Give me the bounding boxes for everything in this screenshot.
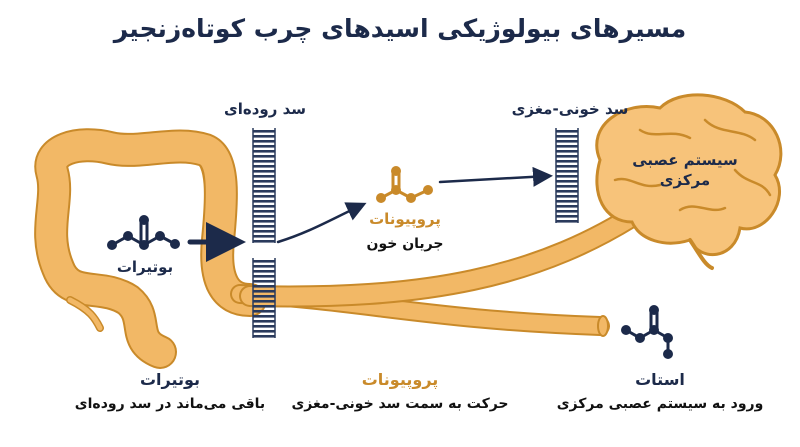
propionate-molecule-icon: [376, 166, 433, 203]
butyrate-title: بوتیرات: [139, 370, 201, 389]
acetate-desc: ورود به سیستم عصبی مرکزی: [556, 396, 764, 412]
flow-arrows: [187, 166, 553, 262]
bbb-ladder: [555, 128, 579, 223]
bbb-label: سد خونی-مغزی: [511, 100, 629, 118]
brain-illustration: [595, 93, 783, 270]
page-title: مسیرهای بیولوژیکی اسیدهای چرب کوتاه‌زنجی…: [113, 14, 687, 43]
propionate-desc: حرکت به سمت سد خونی-مغزی: [291, 396, 509, 412]
gut-barrier-ladder: [252, 128, 276, 338]
gut-barrier-label: سد روده‌ای: [223, 100, 307, 118]
propionate-label: پروپیونات: [369, 210, 441, 228]
propionate-title: پروپیونات: [361, 370, 439, 389]
cns-label: سیستم عصبی مرکزی: [632, 151, 738, 189]
intestine-illustration: [34, 128, 267, 369]
butyrate-desc: باقی می‌ماند در سد روده‌ای: [74, 396, 266, 412]
acetate-title: استات: [635, 370, 685, 389]
butyrate-molecule-icon: [107, 215, 180, 250]
acetate-molecule-icon: [621, 305, 673, 359]
bloodstream-label: جریان خون: [366, 236, 444, 252]
butyrate-label: بوتیرات: [116, 258, 174, 276]
